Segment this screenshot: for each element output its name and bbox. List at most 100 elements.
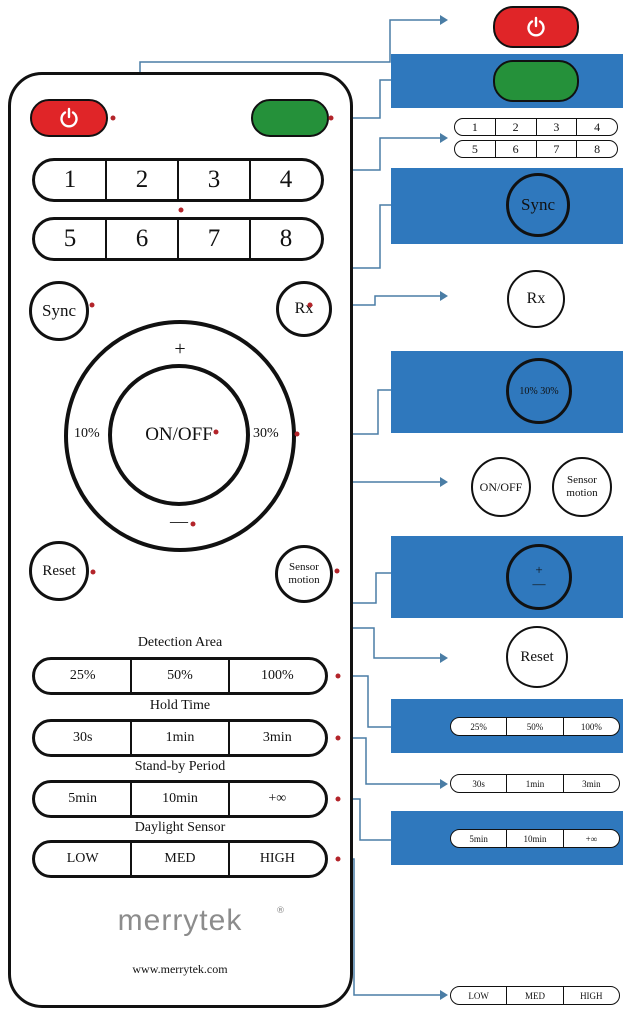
callout-detection-area-row: 25% 50% 100% (450, 717, 620, 736)
daylight-sensor-row: LOW MED HIGH (32, 840, 328, 878)
callout-sensor-motion: Sensor motion (552, 457, 612, 517)
standby-infinite-button[interactable]: +∞ (227, 783, 325, 815)
callout-channel-1: 1 (471, 119, 478, 134)
callout-channel-2: 2 (494, 119, 536, 135)
callout-dim-low: 10% (519, 385, 538, 397)
callout-standby-10min: 10min (506, 830, 562, 847)
indicator-light-button[interactable] (251, 99, 329, 137)
callout-standby-5min: 5min (469, 833, 488, 844)
sensor-motion-line2: motion (288, 574, 320, 586)
channel-row-1: 1 2 3 4 (32, 158, 324, 202)
hold-30s-button[interactable]: 30s (72, 730, 93, 745)
channel-3-button[interactable]: 3 (177, 161, 249, 199)
arrow-hold (440, 779, 448, 789)
callout-channel-5: 5 (471, 141, 478, 156)
registered-mark: ® (276, 906, 285, 916)
detect-50-button[interactable]: 50% (130, 660, 227, 692)
standby-period-row: 5min 10min +∞ (32, 780, 328, 818)
standby-10min-button[interactable]: 10min (130, 783, 227, 815)
website-text: www.merrytek.com (132, 962, 228, 976)
power-icon (527, 16, 545, 37)
callout-hold-3min: 3min (562, 775, 619, 792)
dim-10-button[interactable]: 10% (74, 426, 100, 441)
callout-indicator-light (493, 60, 579, 102)
wire-daylight (338, 858, 440, 996)
callout-sensor-line1: Sensor (567, 474, 597, 486)
hold-time-title: Hold Time (149, 698, 211, 713)
callout-sync: Sync (506, 173, 570, 237)
brand-logo: merrytek (117, 904, 243, 937)
callout-dim-panel: 10% 30% (391, 351, 623, 433)
arrow-daylight (440, 990, 448, 1000)
callout-daylight-high: HIGH (562, 987, 619, 1004)
callout-standby-infinite: +∞ (562, 830, 619, 847)
callout-hold-1min: 1min (506, 775, 562, 792)
callout-standby-row: 5min 10min +∞ (450, 829, 620, 848)
hold-time-row: 30s 1min 3min (32, 719, 328, 757)
callout-rx: Rx (507, 270, 565, 328)
callout-daylight-row: LOW MED HIGH (450, 986, 620, 1005)
callout-daylight-low: LOW (468, 990, 489, 1001)
channel-6-button[interactable]: 6 (105, 220, 177, 258)
callout-detect-50: 50% (506, 718, 562, 735)
channel-8-button[interactable]: 8 (249, 220, 321, 258)
channel-4-button[interactable]: 4 (249, 161, 321, 199)
callout-hold-time-row: 30s 1min 3min (450, 774, 620, 793)
hold-1min-button[interactable]: 1min (130, 722, 227, 754)
on-off-button[interactable]: ON/OFF (108, 364, 250, 506)
callout-channel-row-2: 5 6 7 8 (454, 140, 618, 158)
callout-dim-high: 30% (540, 385, 559, 397)
reset-button[interactable]: Reset (29, 541, 89, 601)
sensor-motion-line1: Sensor (289, 561, 319, 573)
power-icon (60, 107, 78, 128)
callout-detect-panel: 25% 50% 100% (391, 699, 623, 753)
daylight-low-button[interactable]: LOW (66, 851, 99, 866)
arrow-rx (440, 291, 448, 301)
brightness-down-button[interactable]: — (170, 511, 188, 531)
callout-on-off: ON/OFF (471, 457, 531, 517)
detect-25-button[interactable]: 25% (69, 668, 96, 683)
callout-plusminus-panel: + — (391, 536, 623, 618)
callout-sync-panel: Sync (391, 168, 623, 244)
arrow-power (440, 15, 448, 25)
rx-button[interactable]: Rx (276, 281, 332, 337)
channel-1-button[interactable]: 1 (63, 166, 77, 193)
brightness-up-button[interactable]: + (174, 338, 186, 360)
callout-channel-row-1: 1 2 3 4 (454, 118, 618, 136)
channel-2-button[interactable]: 2 (105, 161, 177, 199)
dim-30-button[interactable]: 30% (253, 426, 279, 441)
callout-channel-8: 8 (576, 141, 617, 157)
detection-area-title: Detection Area (137, 635, 223, 650)
daylight-sensor-title: Daylight Sensor (134, 820, 226, 835)
callout-sensor-line2: motion (566, 487, 598, 499)
power-button[interactable] (30, 99, 108, 137)
callout-dim-button: 10% 30% (506, 358, 572, 424)
callout-detect-25: 25% (470, 721, 487, 732)
channel-7-button[interactable]: 7 (177, 220, 249, 258)
standby-5min-button[interactable]: 5min (68, 791, 98, 806)
callout-plusminus-button: + — (506, 544, 572, 610)
sync-button[interactable]: Sync (29, 281, 89, 341)
detection-area-row: 25% 50% 100% (32, 657, 328, 695)
callout-led-panel (391, 54, 623, 108)
callout-channel-4: 4 (576, 119, 617, 135)
callout-channel-7: 7 (535, 141, 577, 157)
hold-3min-button[interactable]: 3min (227, 722, 325, 754)
callout-standby-panel: 5min 10min +∞ (391, 811, 623, 865)
channel-row-2: 5 6 7 8 (32, 217, 324, 261)
channel-5-button[interactable]: 5 (63, 225, 77, 252)
daylight-med-button[interactable]: MED (130, 843, 227, 875)
callout-minus: — (532, 576, 546, 591)
arrow-reset (440, 653, 448, 663)
standby-period-title: Stand-by Period (134, 759, 226, 774)
detect-100-button[interactable]: 100% (227, 660, 325, 692)
callout-channel-3: 3 (535, 119, 577, 135)
callout-power-button (493, 6, 579, 48)
arrow-channels (440, 133, 448, 143)
arrow-onoff (440, 477, 448, 487)
callout-hold-30s: 30s (472, 778, 485, 789)
sensor-motion-button[interactable]: Sensor motion (275, 545, 333, 603)
daylight-high-button[interactable]: HIGH (227, 843, 325, 875)
callout-reset: Reset (506, 626, 568, 688)
callout-plus: + (535, 562, 543, 577)
